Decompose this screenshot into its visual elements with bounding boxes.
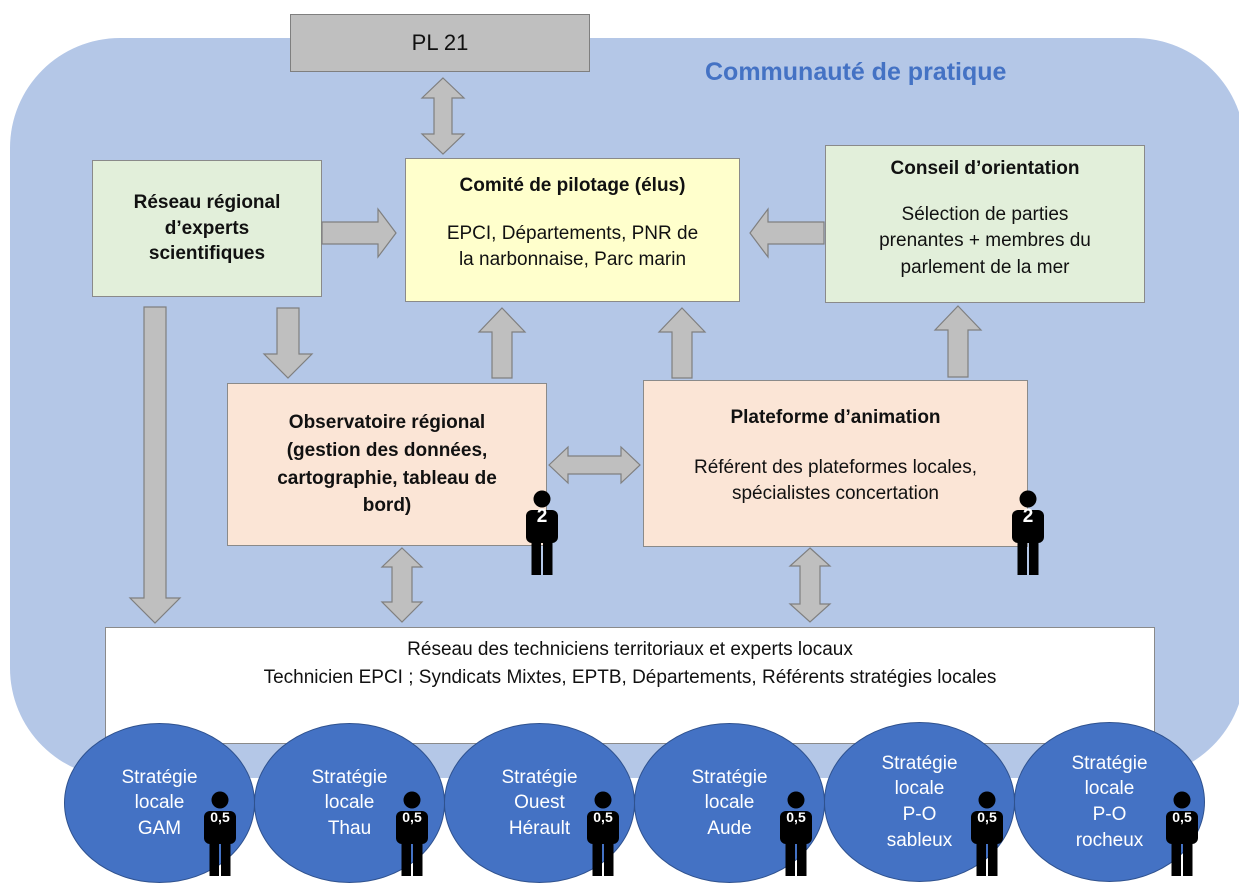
reseau-regional-box: Réseau régional d’experts scientifiques [92, 160, 322, 297]
comite-pilotage-box: Comité de pilotage (élus) EPCI, Départem… [405, 158, 740, 302]
observatoire-title: Observatoire régional (gestion des donné… [277, 412, 497, 517]
conseil-orientation-body: Sélection de parties prenantes + membres… [879, 203, 1091, 278]
strategy-label: Stratégie locale GAM [121, 766, 198, 839]
strategy-circle-ouest-herault: Stratégie Ouest Hérault [444, 723, 635, 883]
strategy-label: Stratégie Ouest Hérault [501, 766, 578, 839]
strategy-label: Stratégie locale P-O sableux [881, 752, 958, 851]
pl21-box: PL 21 [290, 14, 590, 72]
plateforme-title: Plateforme d’animation [730, 407, 941, 428]
strategy-circle-gam: Stratégie locale GAM [64, 723, 255, 883]
techniciens-subtitle: Technicien EPCI ; Syndicats Mixtes, EPTB… [263, 666, 997, 688]
comite-pilotage-title: Comité de pilotage (élus) [459, 175, 686, 196]
plateforme-box: Plateforme d’animation Référent des plat… [643, 380, 1028, 547]
techniciens-box: Réseau des techniciens territoriaux et e… [105, 627, 1155, 744]
techniciens-title: Réseau des techniciens territoriaux et e… [407, 639, 853, 660]
strategy-label: Stratégie locale P-O rocheux [1071, 752, 1148, 851]
strategy-circle-thau: Stratégie locale Thau [254, 723, 445, 883]
plateforme-body: Référent des plateformes locales, spécia… [693, 456, 978, 505]
community-title: Communauté de pratique [705, 58, 1007, 86]
comite-pilotage-body: EPCI, Départements, PNR de la narbonnais… [446, 222, 699, 271]
reseau-regional-title: Réseau régional d’experts scientifiques [133, 192, 281, 265]
strategy-label: Stratégie locale Thau [311, 766, 388, 839]
strategy-circle-po-rocheux: Stratégie locale P-O rocheux [1014, 722, 1205, 882]
observatoire-box: Observatoire régional (gestion des donné… [227, 383, 547, 546]
pl21-label: PL 21 [411, 30, 469, 55]
strategy-circle-aude: Stratégie locale Aude [634, 723, 825, 883]
conseil-orientation-title: Conseil d’orientation [890, 158, 1080, 179]
conseil-orientation-box: Conseil d’orientation Sélection de parti… [825, 145, 1145, 303]
strategy-label: Stratégie locale Aude [691, 766, 768, 839]
strategy-circle-po-sableux: Stratégie locale P-O sableux [824, 722, 1015, 882]
